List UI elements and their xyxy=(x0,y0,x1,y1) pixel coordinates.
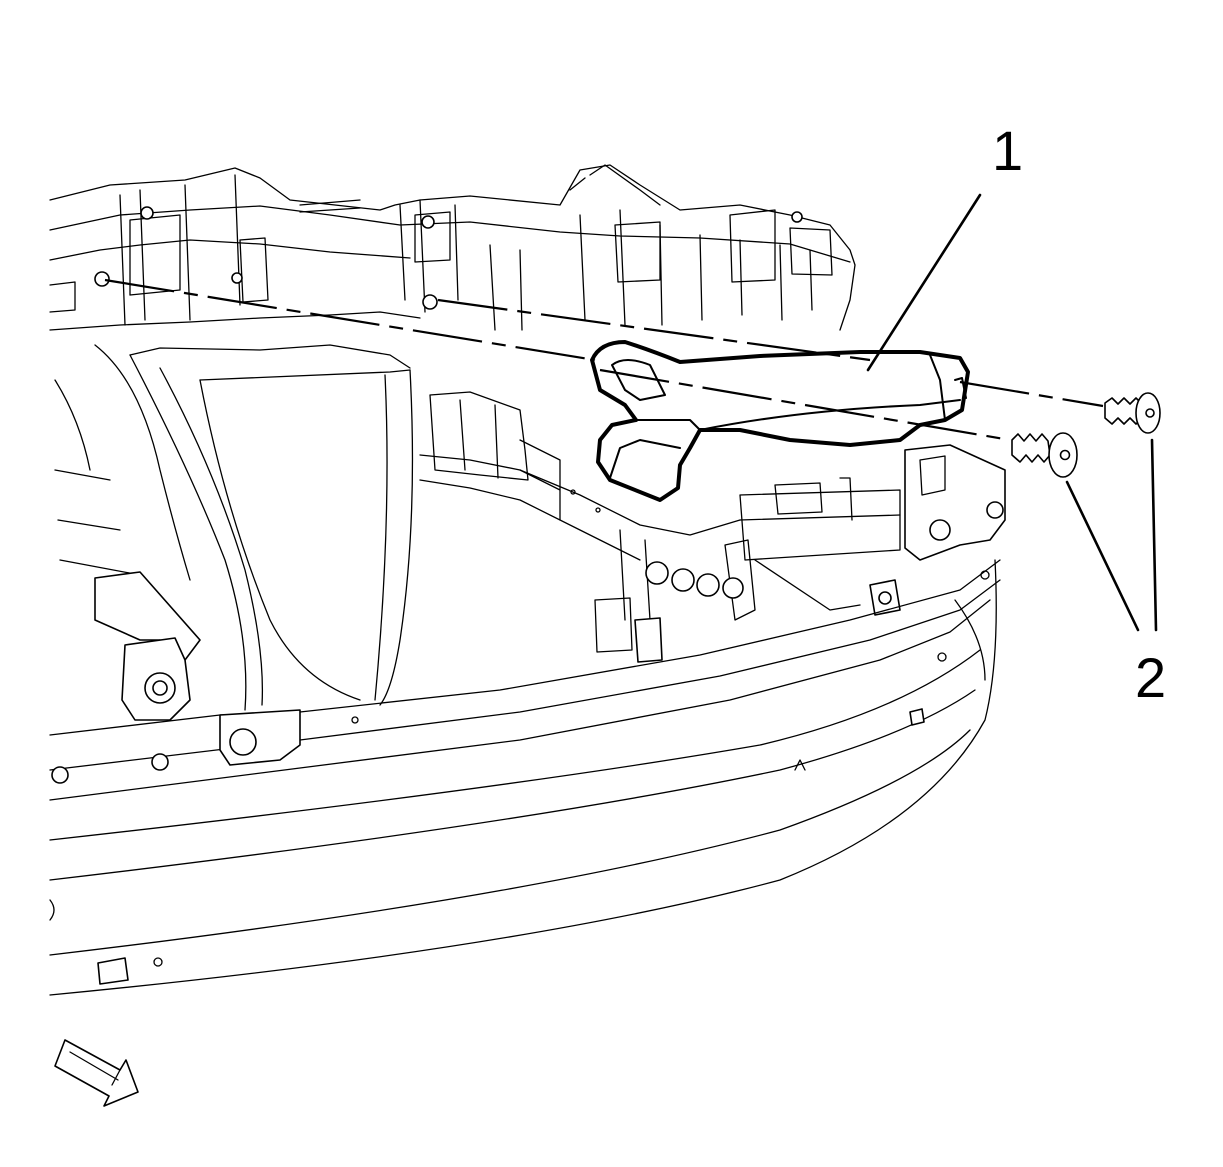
upper-radiator-support xyxy=(49,164,856,331)
part-1-air-deflector xyxy=(590,340,970,502)
callout-1-label: 1 xyxy=(992,119,1023,182)
center-crossmember xyxy=(419,391,756,663)
part-2-retainer-lower xyxy=(1011,432,1078,478)
right-lower-bracket xyxy=(739,444,1006,616)
vehicle-front-arrow-icon xyxy=(54,1039,139,1107)
callout-2-label: 2 xyxy=(1135,646,1166,709)
left-lower-bracket xyxy=(94,571,201,721)
part-2-retainer-upper xyxy=(1104,392,1161,434)
left-opening-panel xyxy=(54,344,414,711)
bumper-beam xyxy=(49,559,1001,996)
explosion-lines xyxy=(104,278,1104,442)
callout-leaders xyxy=(866,193,1158,632)
